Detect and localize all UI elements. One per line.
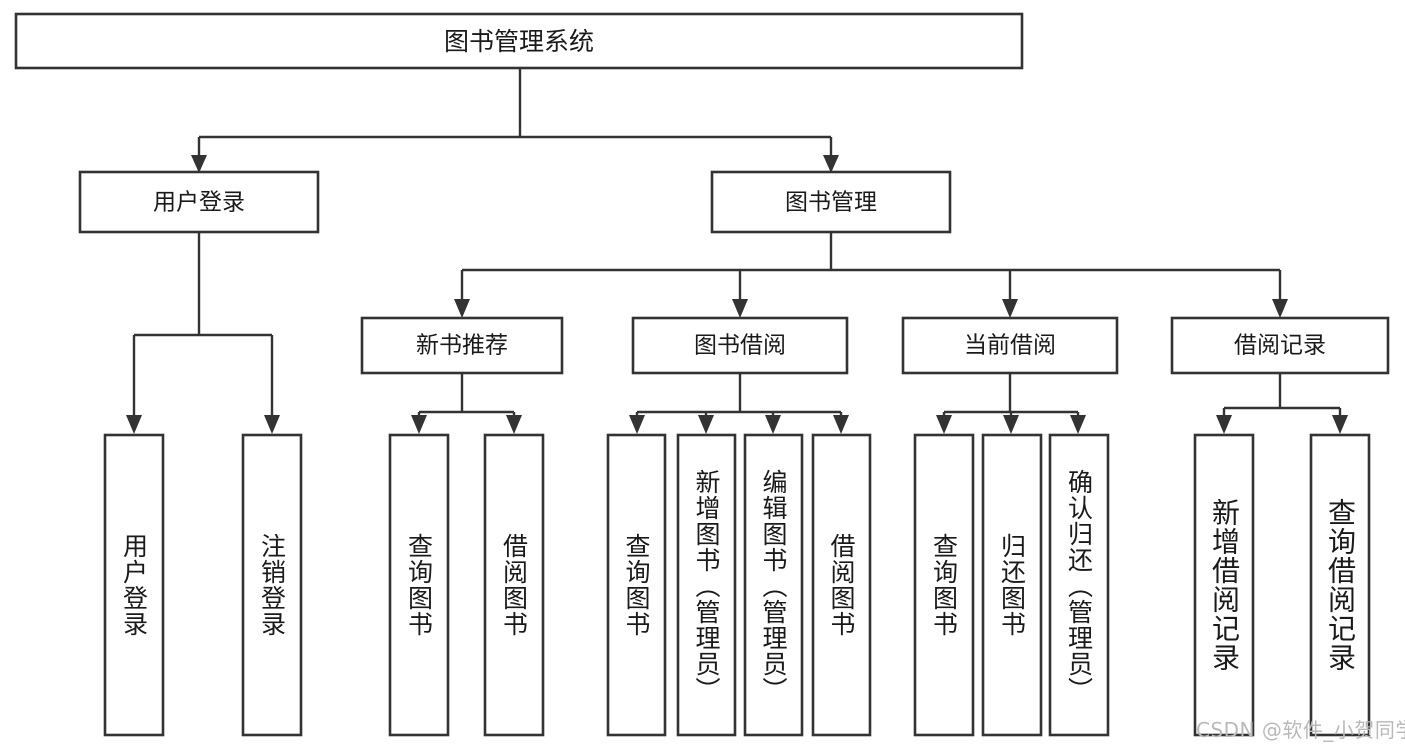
connector-group-user-login: [126, 232, 280, 434]
node-new-book-label: 新书推荐: [416, 333, 508, 359]
arrow-head-nb-leaf-2: [506, 415, 522, 434]
arrow-head-ul-leaf-2: [264, 415, 280, 434]
node-root-box[interactable]: [14, 12, 1024, 70]
arrow-head-bb-leaf-4: [833, 415, 849, 434]
arrow-head-new-book: [454, 299, 470, 318]
arrow-head-book-manage: [823, 155, 839, 173]
leaf-box-new-book-1[interactable]: [388, 433, 450, 737]
node-current-borrow-box[interactable]: [901, 316, 1119, 375]
leaf-box-user-login-1[interactable]: [103, 433, 165, 737]
node-book-borrow-label: 图书借阅: [694, 333, 786, 359]
arrow-head-current-borrow: [1002, 299, 1018, 318]
arrow-head-cb-leaf-1: [936, 415, 952, 434]
arrow-head-br-leaf-1: [1216, 415, 1232, 434]
node-root-label: 图书管理系统: [444, 27, 594, 56]
arrow-head-br-leaf-2: [1332, 415, 1348, 434]
arrow-head-book-borrow: [732, 299, 748, 318]
arrow-head-bb-leaf-1: [629, 415, 645, 434]
leaf-box-current-borrow-1[interactable]: [913, 433, 975, 737]
leaf-box-book-borrow-4[interactable]: [811, 433, 872, 737]
leaf-box-borrow-record-1[interactable]: [1193, 433, 1255, 737]
leaf-box-book-borrow-2[interactable]: [676, 433, 737, 737]
connector-group-root: [191, 68, 839, 173]
node-user-login-box[interactable]: [78, 170, 320, 234]
arrow-head-cb-leaf-3: [1070, 415, 1086, 434]
node-book-borrow-box[interactable]: [631, 316, 849, 375]
arrow-head-bb-leaf-2: [698, 415, 714, 434]
arrow-head-cb-leaf-2: [1003, 415, 1019, 434]
node-book-manage-box[interactable]: [710, 170, 952, 234]
node-user-login-label: 用户登录: [153, 190, 245, 216]
leaf-box-new-book-2[interactable]: [483, 433, 545, 737]
arrow-head-ul-leaf-1: [126, 415, 142, 434]
arrow-head-borrow-record: [1272, 299, 1288, 318]
node-borrow-record-label: 借阅记录: [1234, 333, 1326, 359]
arrow-head-user-login: [191, 155, 207, 173]
node-book-manage-label: 图书管理: [785, 190, 877, 216]
connector-group-book-manage: [454, 232, 1288, 318]
leaf-box-book-borrow-3[interactable]: [743, 433, 804, 737]
arrow-head-bb-leaf-3: [765, 415, 781, 434]
connector-group-borrow-record: [1216, 373, 1348, 434]
connector-group-current-borrow: [936, 373, 1086, 434]
node-borrow-record-box[interactable]: [1170, 316, 1390, 375]
connector-group-book-borrow: [629, 373, 849, 434]
node-new-book-box[interactable]: [360, 316, 564, 375]
leaf-box-current-borrow-3[interactable]: [1048, 433, 1110, 737]
node-current-borrow-label: 当前借阅: [964, 333, 1056, 359]
leaf-box-borrow-record-2[interactable]: [1309, 433, 1371, 737]
leaf-box-book-borrow-1[interactable]: [606, 433, 667, 737]
leaf-box-current-borrow-2[interactable]: [981, 433, 1043, 737]
leaf-box-user-login-2[interactable]: [241, 433, 303, 737]
csdn-watermark: CSDN @软件_小贺同学: [1196, 718, 1405, 742]
arrow-head-nb-leaf-1: [411, 415, 427, 434]
connector-group-new-book: [411, 373, 522, 434]
